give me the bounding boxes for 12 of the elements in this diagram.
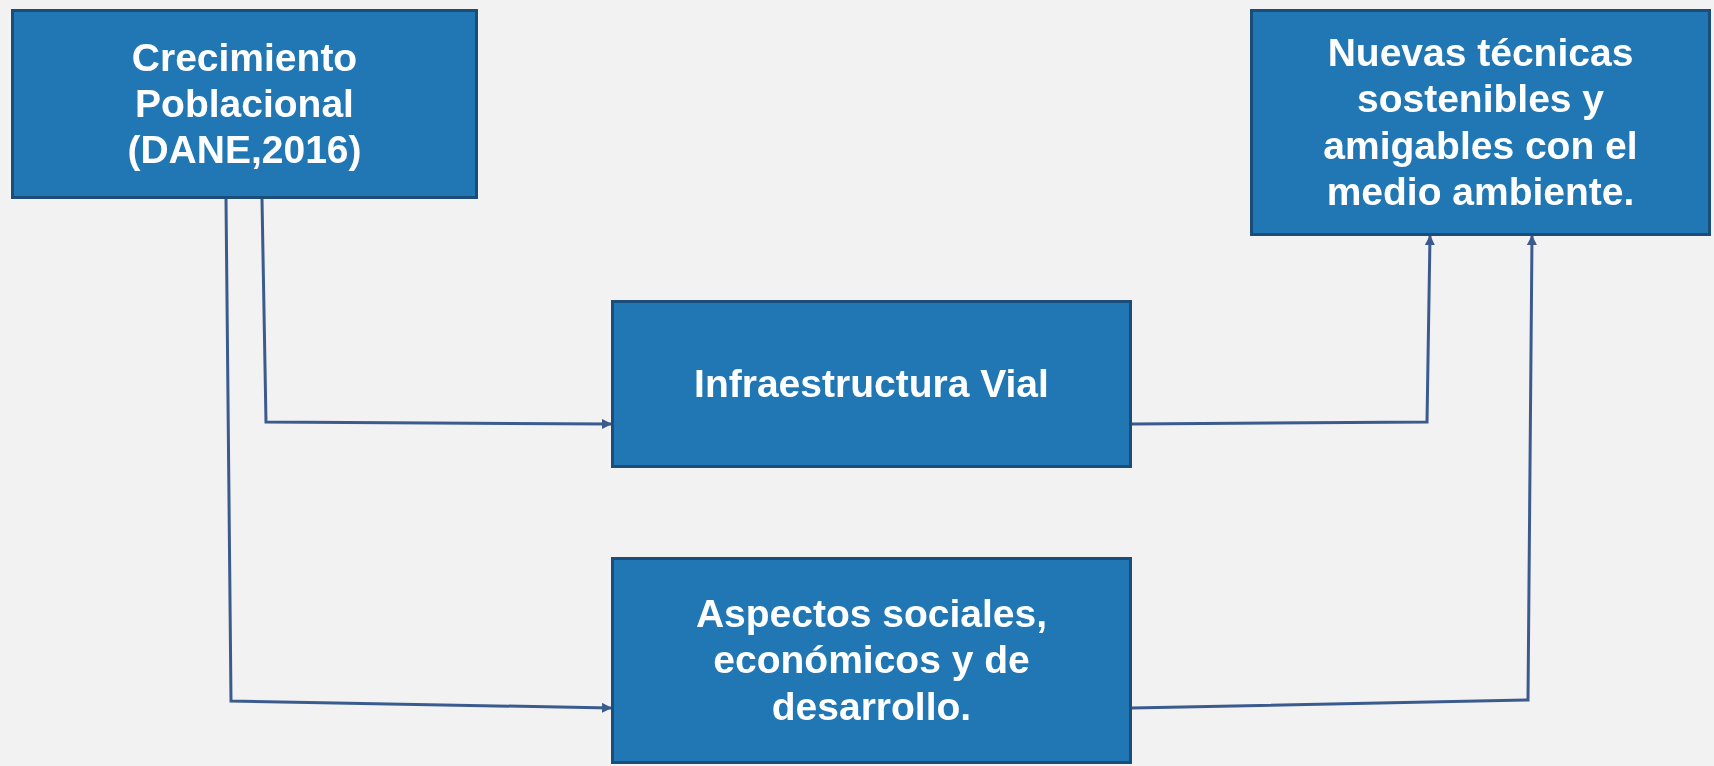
process-box [11,9,478,199]
process-box [1250,9,1711,236]
process-box [611,300,1132,468]
box-label: Infraestructura Vial [694,361,1049,407]
box-label: Crecimiento Poblacional (DANE,2016) [126,34,363,173]
box-label: Nuevas técnicas sostenibles y amigables con el medio ambiente. [1322,30,1639,215]
connector-arrow [224,199,612,713]
box-label: Aspectos sociales, económicos y de desarrollo. [694,591,1049,730]
connector-arrow [1131,235,1537,710]
connector-arrow [1132,235,1435,426]
connector-arrow [260,198,612,429]
process-box [611,557,1132,764]
